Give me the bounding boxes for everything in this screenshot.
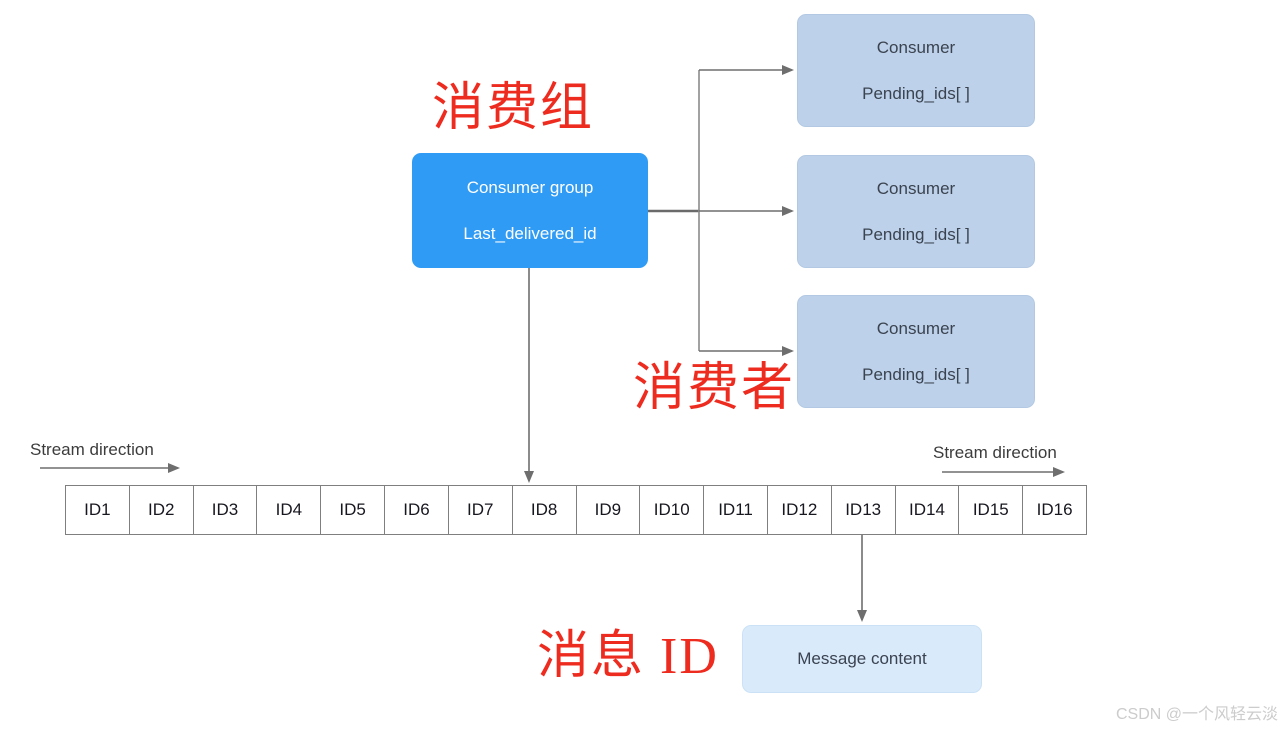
- consumer-box-1: Consumer Pending_ids[ ]: [797, 14, 1035, 127]
- stream-cell-id2: ID2: [128, 485, 194, 535]
- label-consumer-group-cn: 消费组: [432, 80, 595, 137]
- message-content-label: Message content: [797, 649, 927, 668]
- consumer-pending-ids: Pending_ids[ ]: [862, 364, 970, 384]
- consumer-group-box: Consumer group Last_delivered_id: [412, 153, 648, 268]
- consumer-pending-ids: Pending_ids[ ]: [862, 224, 970, 244]
- consumer-box-2: Consumer Pending_ids[ ]: [797, 155, 1035, 268]
- consumer-title: Consumer: [876, 37, 956, 57]
- message-content-box: Message content: [742, 625, 982, 693]
- consumer-title: Consumer: [876, 178, 956, 198]
- label-consumer-cn: 消费者: [633, 360, 796, 417]
- stream-direction-label-right: Stream direction: [933, 443, 1057, 462]
- stream-cell-id10: ID10: [639, 485, 705, 535]
- label-message-id-cn: 消息 ID: [537, 628, 719, 685]
- stream-cell-id11: ID11: [703, 485, 768, 535]
- stream-cell-id4: ID4: [256, 485, 322, 535]
- stream-cell-id9: ID9: [575, 485, 641, 535]
- stream-cell-id12: ID12: [766, 485, 832, 535]
- stream-id-row: ID1 ID2 ID3 ID4 ID5 ID6 ID7 ID8 ID9 ID10…: [65, 485, 1087, 535]
- stream-cell-id8: ID8: [511, 485, 577, 535]
- stream-direction-label-left: Stream direction: [30, 440, 154, 459]
- consumer-group-last-delivered-id: Last_delivered_id: [463, 223, 597, 243]
- stream-cell-id16: ID16: [1022, 485, 1087, 535]
- stream-cell-id13: ID13: [830, 485, 896, 535]
- stream-cell-id5: ID5: [320, 485, 386, 535]
- stream-cell-id3: ID3: [192, 485, 258, 535]
- consumer-title: Consumer: [876, 318, 956, 338]
- consumer-box-3: Consumer Pending_ids[ ]: [797, 295, 1035, 408]
- stream-cell-id1: ID1: [65, 485, 130, 535]
- stream-cell-id7: ID7: [447, 485, 513, 535]
- consumer-pending-ids: Pending_ids[ ]: [862, 83, 970, 103]
- stream-cell-id14: ID14: [894, 485, 960, 535]
- stream-cell-id6: ID6: [384, 485, 449, 535]
- stream-cell-id15: ID15: [958, 485, 1024, 535]
- consumer-group-title: Consumer group: [466, 177, 594, 197]
- csdn-watermark: CSDN @一个风轻云淡: [1115, 706, 1278, 723]
